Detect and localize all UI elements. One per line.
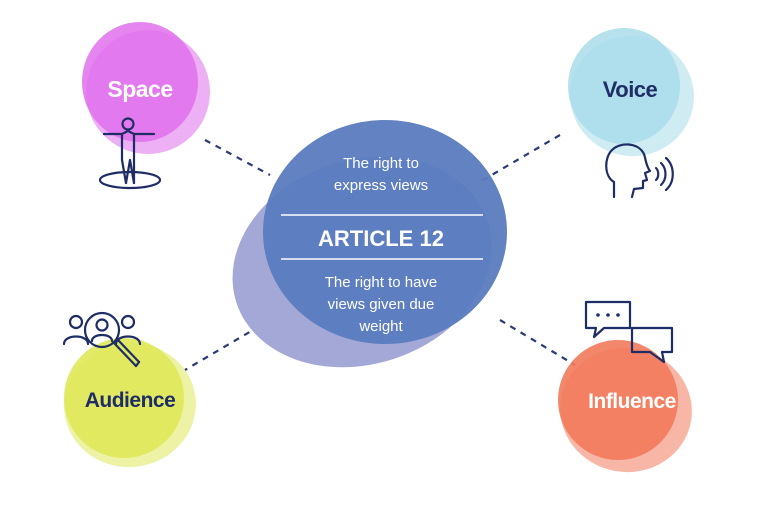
center-bottom-line-2: views given due bbox=[328, 296, 435, 313]
voice-node: Voice bbox=[568, 28, 694, 199]
connector-space bbox=[204, 139, 271, 176]
person-standing-icon bbox=[98, 117, 162, 190]
voice-label: Voice bbox=[603, 77, 658, 102]
article-12-center: The right to express views ARTICLE 12 Th… bbox=[232, 120, 507, 368]
influence-node: Influence bbox=[558, 300, 692, 473]
influence-label: Influence bbox=[588, 390, 676, 413]
speaking-head-icon bbox=[605, 143, 674, 199]
center-bottom-line-1: The right to have bbox=[325, 274, 438, 291]
audience-node: Audience bbox=[62, 311, 196, 468]
connector-voice bbox=[477, 134, 561, 184]
audience-search-icon bbox=[62, 311, 142, 368]
center-top-line-1: The right to bbox=[343, 155, 419, 172]
space-label: Space bbox=[107, 76, 172, 102]
speech-bubbles-icon bbox=[584, 300, 674, 364]
connector-influence bbox=[499, 319, 576, 366]
space-node: Space bbox=[82, 22, 210, 190]
center-bottom-line-3: weight bbox=[358, 318, 403, 335]
audience-label: Audience bbox=[85, 389, 176, 412]
center-top-line-2: express views bbox=[334, 177, 428, 194]
center-title: ARTICLE 12 bbox=[318, 226, 444, 251]
